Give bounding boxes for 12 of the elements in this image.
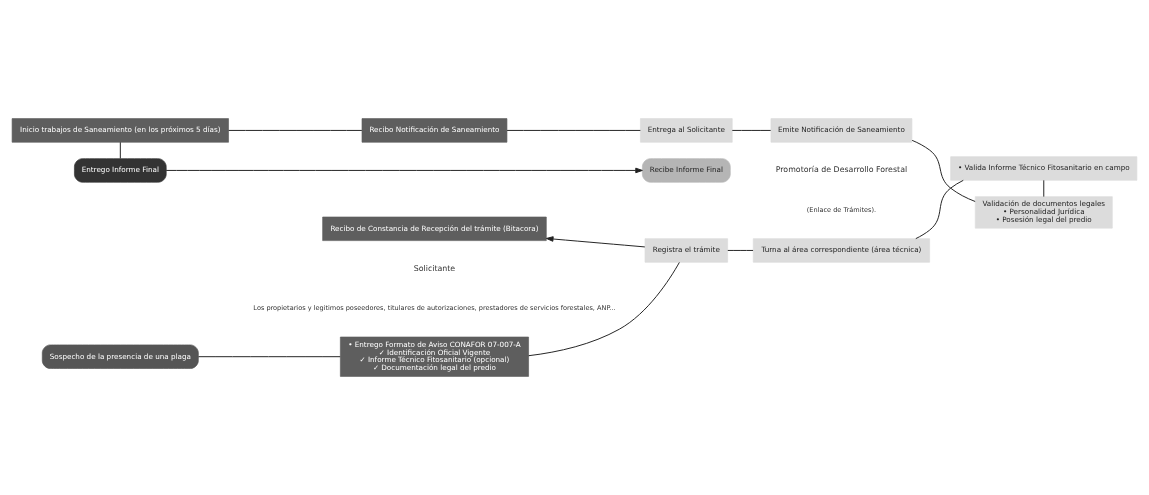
connector (506, 129, 641, 131)
arrow (546, 236, 646, 248)
arrow (165, 167, 643, 174)
connector (911, 139, 976, 202)
connector (528, 261, 680, 357)
connector (198, 356, 341, 358)
connector (731, 129, 772, 131)
connector (915, 179, 964, 240)
connector (119, 141, 121, 160)
connector (1043, 179, 1045, 198)
connector (727, 249, 754, 251)
connector (228, 129, 363, 131)
